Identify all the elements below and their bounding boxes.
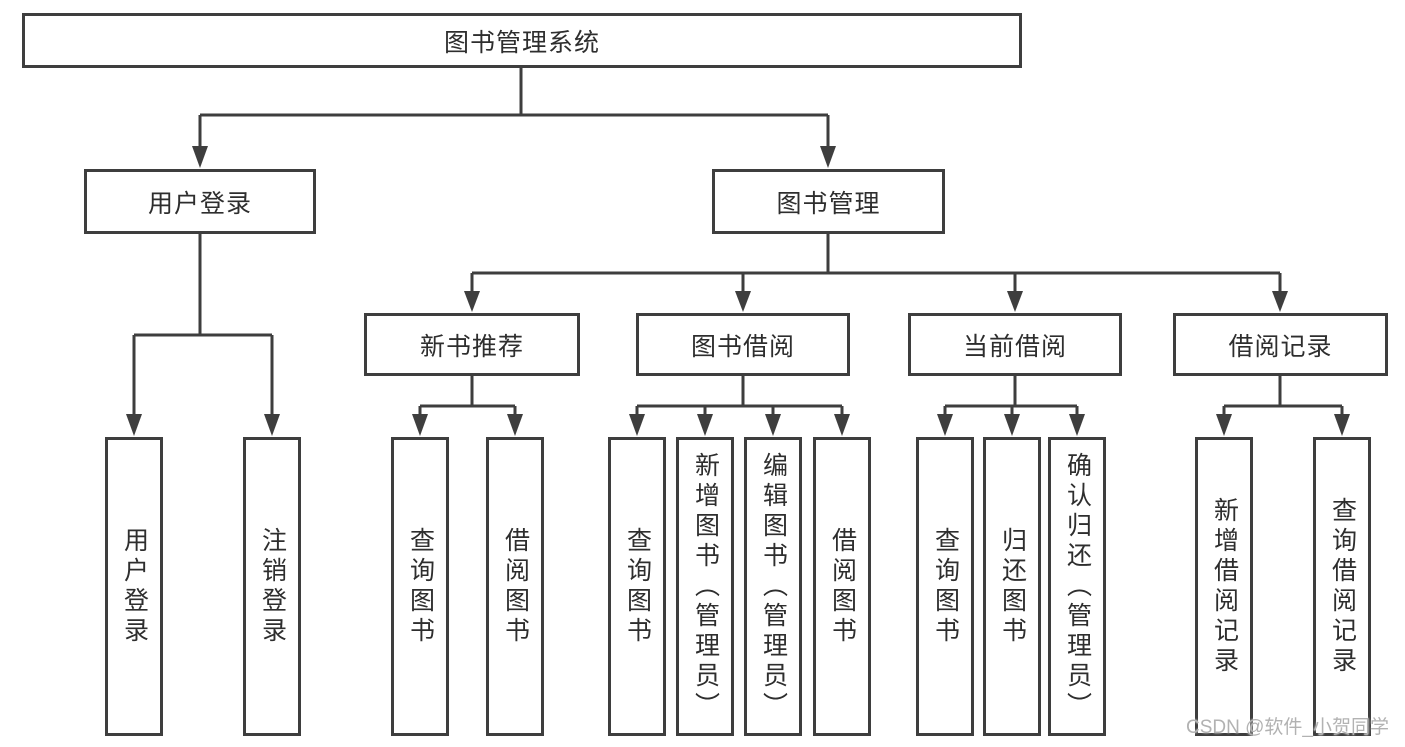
leaf-records-query-label: 查询借阅记录 [1328, 496, 1357, 677]
leaf-logout: 注销登录 [243, 437, 301, 736]
leaf-records-query: 查询借阅记录 [1313, 437, 1371, 736]
leaf-user-login-label: 用户登录 [120, 526, 149, 647]
root-system-label: 图书管理系统 [443, 28, 600, 57]
leaf-newbooks-borrow-label: 借阅图书 [501, 526, 530, 647]
leaf-borrow-query-label: 查询图书 [623, 526, 652, 647]
watermark: CSDN @软件_小贺同学 [1186, 717, 1389, 738]
leaf-logout-label: 注销登录 [258, 526, 287, 647]
node-current-borrow: 当前借阅 [908, 313, 1122, 376]
leaf-records-add-label: 新增借阅记录 [1210, 496, 1239, 677]
leaf-borrow-borrow-label: 借阅图书 [828, 526, 857, 647]
user-login-label: 用户登录 [147, 189, 252, 218]
node-borrow-records: 借阅记录 [1173, 313, 1388, 376]
leaf-borrow-edit-admin: 编辑图书（管理员） [744, 437, 802, 736]
leaf-newbooks-query: 查询图书 [391, 437, 449, 736]
leaf-borrow-borrow: 借阅图书 [813, 437, 871, 736]
leaf-current-confirm-admin-label: 确认归还（管理员） [1063, 451, 1092, 722]
leaf-user-login: 用户登录 [105, 437, 163, 736]
leaf-borrow-edit-admin-label: 编辑图书（管理员） [759, 451, 788, 722]
leaf-newbooks-borrow: 借阅图书 [486, 437, 544, 736]
leaf-records-add: 新增借阅记录 [1195, 437, 1253, 736]
leaf-current-confirm-admin: 确认归还（管理员） [1048, 437, 1106, 736]
book-management-label: 图书管理 [776, 189, 881, 218]
leaf-current-return: 归还图书 [983, 437, 1041, 736]
leaf-newbooks-query-label: 查询图书 [406, 526, 435, 647]
leaf-borrow-add-admin: 新增图书（管理员） [676, 437, 734, 736]
arrowheads [126, 146, 1350, 436]
node-book-borrow: 图书借阅 [636, 313, 850, 376]
leaf-borrow-add-admin-label: 新增图书（管理员） [691, 451, 720, 722]
node-new-book-recommend: 新书推荐 [364, 313, 580, 376]
leaf-current-query-label: 查询图书 [931, 526, 960, 647]
new-book-recommend-label: 新书推荐 [419, 332, 524, 361]
node-book-management: 图书管理 [712, 169, 945, 234]
book-borrow-label: 图书借阅 [690, 332, 795, 361]
leaf-borrow-query: 查询图书 [608, 437, 666, 736]
leaf-current-query: 查询图书 [916, 437, 974, 736]
borrow-records-label: 借阅记录 [1228, 332, 1333, 361]
node-user-login: 用户登录 [84, 169, 316, 234]
node-root-system: 图书管理系统 [22, 13, 1022, 68]
current-borrow-label: 当前借阅 [962, 332, 1067, 361]
leaf-current-return-label: 归还图书 [998, 526, 1027, 647]
